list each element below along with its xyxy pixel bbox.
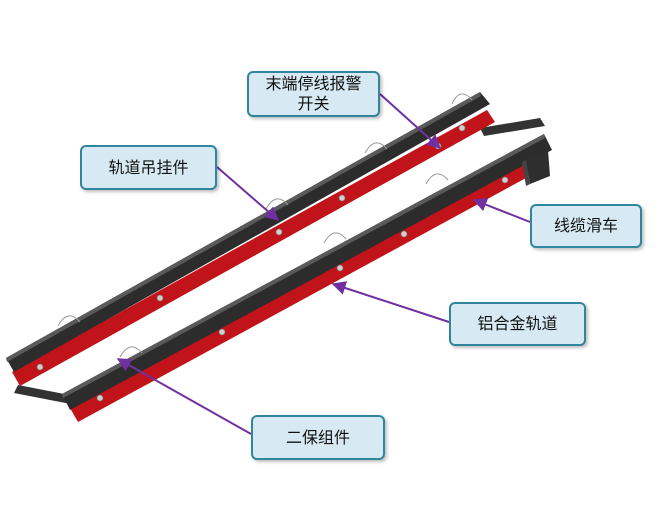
cross-beam-back <box>480 118 545 136</box>
arrow-end-limit-switch <box>379 93 442 149</box>
arrow-assembly <box>116 358 252 435</box>
bracket <box>36 363 44 371</box>
bracket <box>156 294 164 302</box>
hanger-loop <box>451 93 473 105</box>
bracket <box>458 124 466 132</box>
hanger-loop <box>425 173 449 185</box>
arrow-cable-trolley <box>472 198 531 223</box>
rail-back-edge <box>6 92 481 362</box>
bracket <box>400 230 408 238</box>
bracket <box>336 264 344 272</box>
callout-cable-trolley-label: 线缆滑车 <box>553 216 618 235</box>
callout-assembly-label: 二保组件 <box>285 427 350 447</box>
bracket <box>96 394 104 402</box>
arrow-rail-hanger <box>216 166 280 221</box>
rail-back <box>6 92 495 386</box>
callout-aluminum-rail-label: 铝合金轨道 <box>477 314 558 333</box>
bracket <box>338 194 346 202</box>
rail-back-red <box>12 110 495 386</box>
callout-cable-trolley: 线缆滑车 <box>530 204 642 248</box>
rail-front-top <box>62 134 552 410</box>
rail-front-edge <box>62 134 545 398</box>
callout-end-limit-switch: 末端停线报警 开关 <box>247 71 380 117</box>
callout-aluminum-rail: 铝合金轨道 <box>449 302 586 346</box>
rail-back-top <box>6 92 490 372</box>
callout-rail-hanger: 轨道吊挂件 <box>80 145 217 190</box>
cable-trolley-block <box>522 150 550 186</box>
leader-arrows <box>116 93 531 435</box>
hanger-loop <box>364 142 388 154</box>
hanger-loop <box>265 198 289 210</box>
bracket <box>218 328 226 336</box>
hanger-loop <box>323 232 347 244</box>
bracket <box>501 176 509 184</box>
callout-assembly: 二保组件 <box>251 415 385 460</box>
hanger-loop <box>119 346 143 358</box>
hanger-loops <box>57 93 473 358</box>
hanger-loop <box>57 315 81 327</box>
bracket <box>275 228 283 236</box>
rail-front-red <box>70 152 548 422</box>
arrow-aluminum-rail <box>331 281 450 323</box>
rail-front <box>62 134 552 422</box>
callout-end-limit-switch-label: 末端停线报警 开关 <box>265 74 362 113</box>
callout-rail-hanger-label: 轨道吊挂件 <box>108 157 189 177</box>
